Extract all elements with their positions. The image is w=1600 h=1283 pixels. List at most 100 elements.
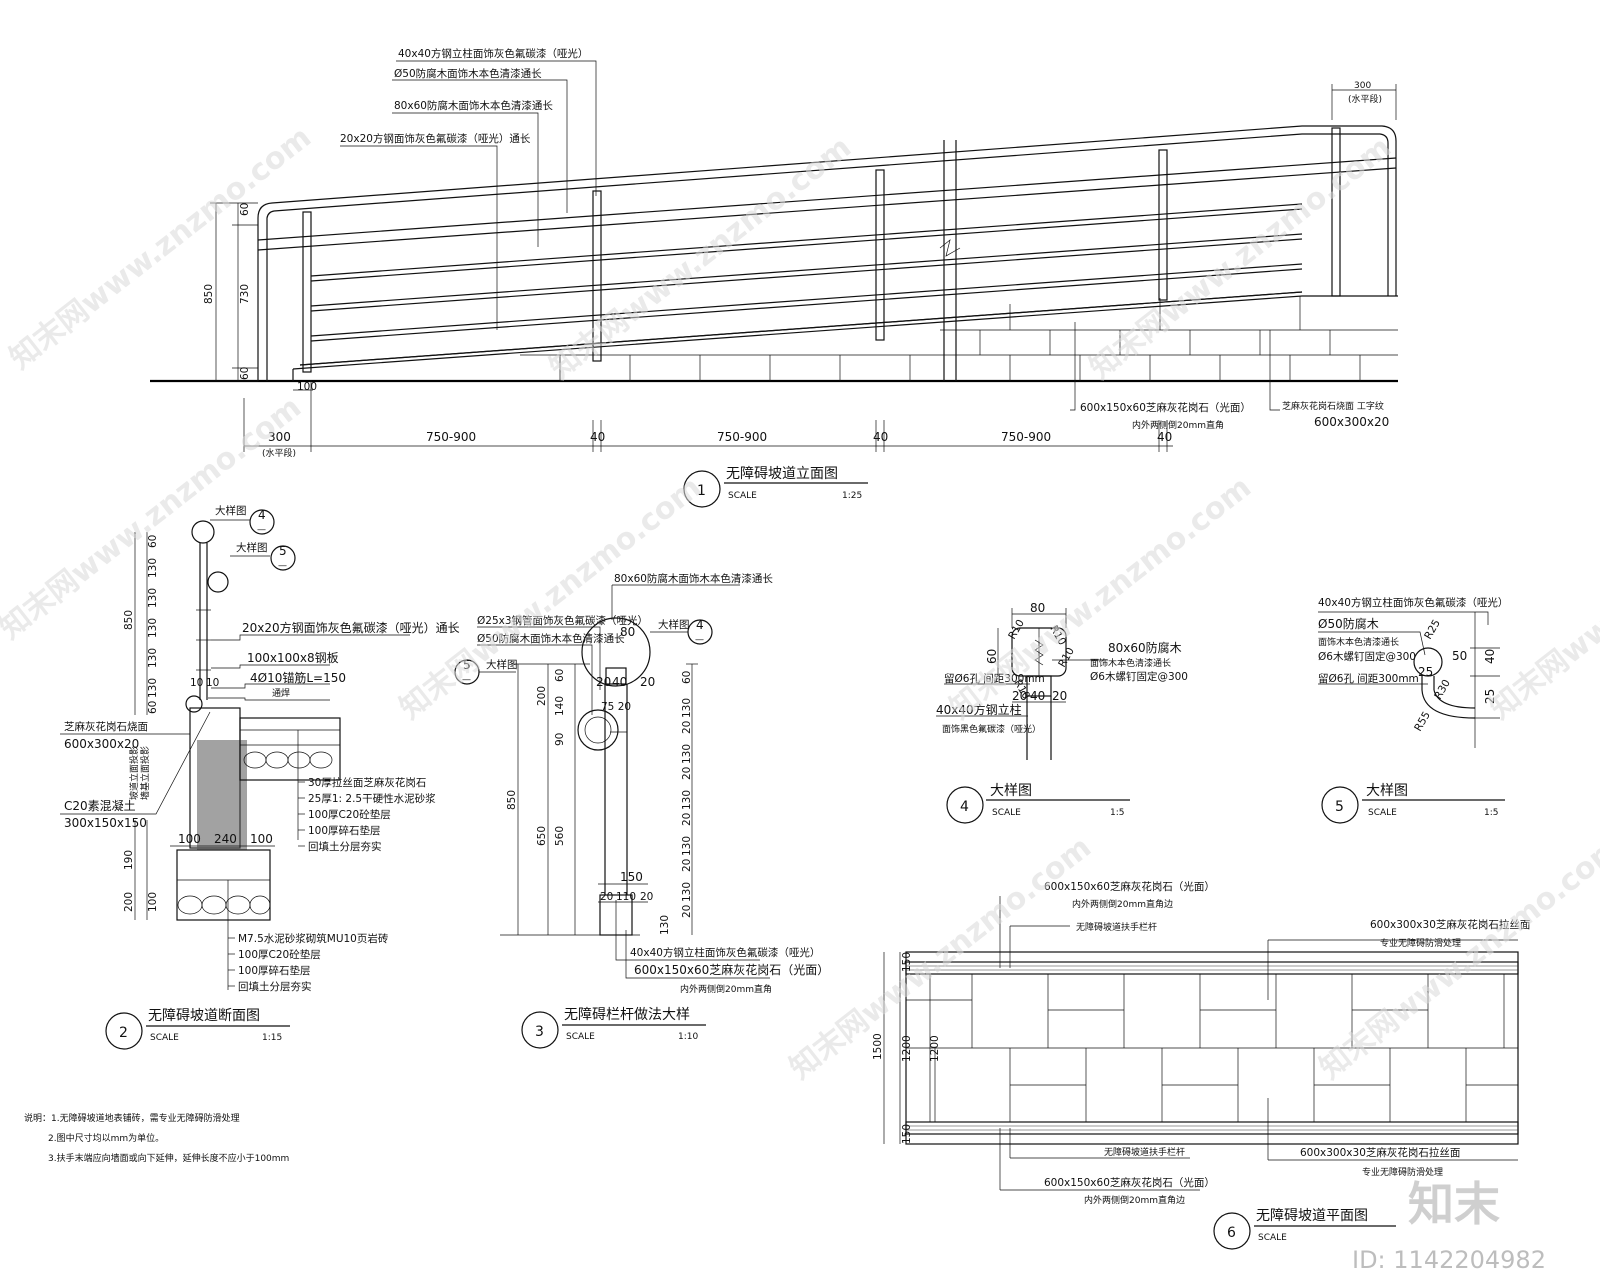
fig3-ld0: 60	[554, 669, 566, 682]
fig3-rd6: 20	[681, 813, 693, 826]
fig2-dim-130c: 130	[147, 618, 159, 638]
fig3-ld4: 850	[506, 790, 518, 810]
fig6-t2: 无障碍坡道扶手栏杆	[1076, 921, 1157, 933]
fig1-num: 1	[697, 483, 706, 499]
fig2-dim-60a: 60	[147, 535, 159, 548]
fig1-stone2: 芝麻灰花岗石烧面 工字纹	[1282, 400, 1384, 412]
fig6-d1200: 1200	[901, 1035, 913, 1062]
fig5-l3: Ø6木螺钉固定@300	[1318, 650, 1416, 663]
fig1-scale: 1:25	[842, 491, 862, 501]
fig5-d50: 50	[1452, 649, 1467, 663]
fig3-rd0: 60	[681, 671, 693, 684]
fig3-d20b: 20	[640, 675, 655, 689]
fig2-bleft0: 190	[123, 850, 135, 870]
fig5-l1: Ø50防腐木	[1318, 616, 1379, 631]
fig5-detail: 40x40方钢立柱面饰灰色氟碳漆（哑光） Ø50防腐木 面饰木本色清漆通长 Ø6…	[1318, 596, 1508, 824]
fig2-l3: 4Ø10锚筋L=150	[250, 670, 346, 685]
fig3-d7520: 75 20	[601, 701, 631, 713]
fig2-dim-130e: 130	[147, 678, 159, 698]
fig1-dim-top-sub: (水平段)	[1348, 93, 1382, 105]
fig3-top: 80x60防腐木面饰木本色清漆通长	[614, 572, 773, 585]
fig2-scale: 1:15	[262, 1033, 282, 1043]
watermark-1: 知末网www.znzmo.com	[3, 120, 318, 377]
fig2-l5b: 600x300x20	[64, 737, 139, 751]
fig3-title: 无障碍栏杆做法大样	[564, 1007, 690, 1023]
fig4-d40: 40	[1030, 689, 1045, 703]
fig4-l5: 40x40方钢立柱	[936, 702, 1022, 717]
fig4-scale-word: SCALE	[992, 808, 1021, 818]
fig5-num: 5	[1335, 799, 1344, 815]
fig3-bd1: 20	[600, 891, 613, 903]
fig1-dim-b0: 300	[268, 430, 291, 444]
fig5-scale: 1:5	[1484, 808, 1498, 818]
fig2-bdim1: 240	[214, 832, 237, 846]
fig6-b2b: 内外两侧倒20mm直角边	[1084, 1194, 1185, 1206]
fig2-base3: 回填土分层夯实	[238, 980, 312, 993]
brand-logo: 知末	[1408, 1177, 1500, 1231]
fig2-layer3: 100厚碎石垫层	[308, 824, 381, 837]
fig3-scale-word: SCALE	[566, 1032, 595, 1042]
fig2-bdim2: 100	[250, 832, 273, 846]
fig2-l5: 芝麻灰花岗石烧面	[64, 720, 148, 733]
fig2-layer2: 100厚C20砼垫层	[308, 808, 391, 821]
fig1-dim-b5: 750-900	[1001, 430, 1051, 444]
fig3-ref4n: 4	[696, 618, 704, 632]
fig1-dim-b0-sub: (水平段)	[262, 447, 296, 459]
fig5-title: 大样图	[1366, 783, 1408, 799]
fig3-d80: 80	[620, 625, 635, 639]
fig1-dim-100: 100	[297, 381, 317, 393]
watermark-5: 知末网www.znzmo.com	[393, 470, 708, 727]
fig2-ref4-dash: —	[257, 525, 266, 535]
note-2: 2.图中尺寸均以mm为单位。	[48, 1132, 164, 1144]
fig5-top: 40x40方钢立柱面饰灰色氟碳漆（哑光）	[1318, 596, 1508, 609]
fig2-title: 无障碍坡道断面图	[148, 1008, 260, 1024]
fig6-b1: 无障碍坡道扶手栏杆	[1104, 1146, 1185, 1158]
fig1-dim-b2: 40	[590, 430, 605, 444]
fig2-ref5-dash: —	[278, 561, 287, 571]
fig6-scale-word: SCALE	[1258, 1233, 1287, 1243]
note-3: 3.扶手末端应向墙面或向下延伸，延伸长度不应小于100mm	[48, 1152, 289, 1164]
fig2-l6: C20素混凝土	[64, 798, 136, 813]
fig2-dim-850: 850	[123, 610, 135, 630]
fig5-d25b: 25	[1483, 689, 1497, 704]
fig2-bleft1: 200	[123, 892, 135, 912]
fig2-dim-130a: 130	[147, 558, 159, 578]
fig5-d40: 40	[1483, 649, 1497, 664]
fig3-rd3: 130	[681, 744, 693, 764]
fig6-d150b: 150	[901, 1124, 913, 1144]
fig3-b3: 内外两侧倒20mm直角	[680, 983, 772, 995]
fig6-title: 无障碍坡道平面图	[1256, 1208, 1368, 1224]
fig2-ref5: 大样图	[236, 541, 268, 554]
fig2-v1: 坡道立面投影	[128, 746, 140, 800]
fig2-base2: 100厚碎石垫层	[238, 964, 311, 977]
fig2-num: 2	[119, 1025, 128, 1041]
fig1-stone2b: 600x300x20	[1314, 415, 1389, 429]
fig4-l2: 面饰木本色清漆通长	[1090, 657, 1171, 669]
fig5-scale-word: SCALE	[1368, 808, 1397, 818]
fig4-l1: 80x60防腐木	[1108, 640, 1182, 655]
fig5-l2: 面饰木本色清漆通长	[1318, 636, 1399, 648]
watermark-3: 知末网www.znzmo.com	[1083, 130, 1398, 387]
fig2-dim-130b: 130	[147, 588, 159, 608]
fig1-dim-b6: 40	[1157, 430, 1172, 444]
fig2-ref5n: 5	[279, 544, 287, 558]
notes: 说明：1.无障碍坡道地表铺砖，需专业无障碍防滑处理 2.图中尺寸均以mm为单位。…	[24, 1112, 289, 1164]
fig1-dim-b3: 750-900	[717, 430, 767, 444]
fig4-l4: 留Ø6孔 间距300mm	[944, 672, 1045, 685]
fig2-l4b: 10	[206, 677, 219, 689]
paving-joints	[559, 296, 1361, 381]
fig3-ref5-dash: —	[462, 675, 471, 685]
fig6-b3b: 专业无障碍防滑处理	[1362, 1166, 1443, 1178]
fig3-b2: 600x150x60芝麻灰花岗石（光面）	[634, 962, 829, 977]
fig6-num: 6	[1227, 1225, 1236, 1241]
fig2-layer4: 回填土分层夯实	[308, 840, 382, 853]
fig3-railing-detail: 80x60防腐木面饰木本色清漆通长 Ø25x3钢管面饰灰色氟碳漆（哑光） Ø50…	[454, 572, 829, 1049]
fig3-ld6: 560	[554, 826, 566, 846]
fig1-stone1b: 内外两侧倒20mm直角	[1132, 419, 1224, 431]
fig1-label-wood: 80x60防腐木面饰木本色清漆通长	[394, 99, 553, 112]
fig2-section: 60 130 130 130 130 130 60 850 大样图 4 — 大样…	[60, 504, 460, 1050]
fig4-title: 大样图	[990, 783, 1032, 799]
fig4-l6: 面饰黑色氟碳漆（哑光）	[942, 723, 1041, 735]
fig2-l6b: 300x150x150	[64, 816, 147, 830]
fig3-num: 3	[535, 1024, 544, 1040]
